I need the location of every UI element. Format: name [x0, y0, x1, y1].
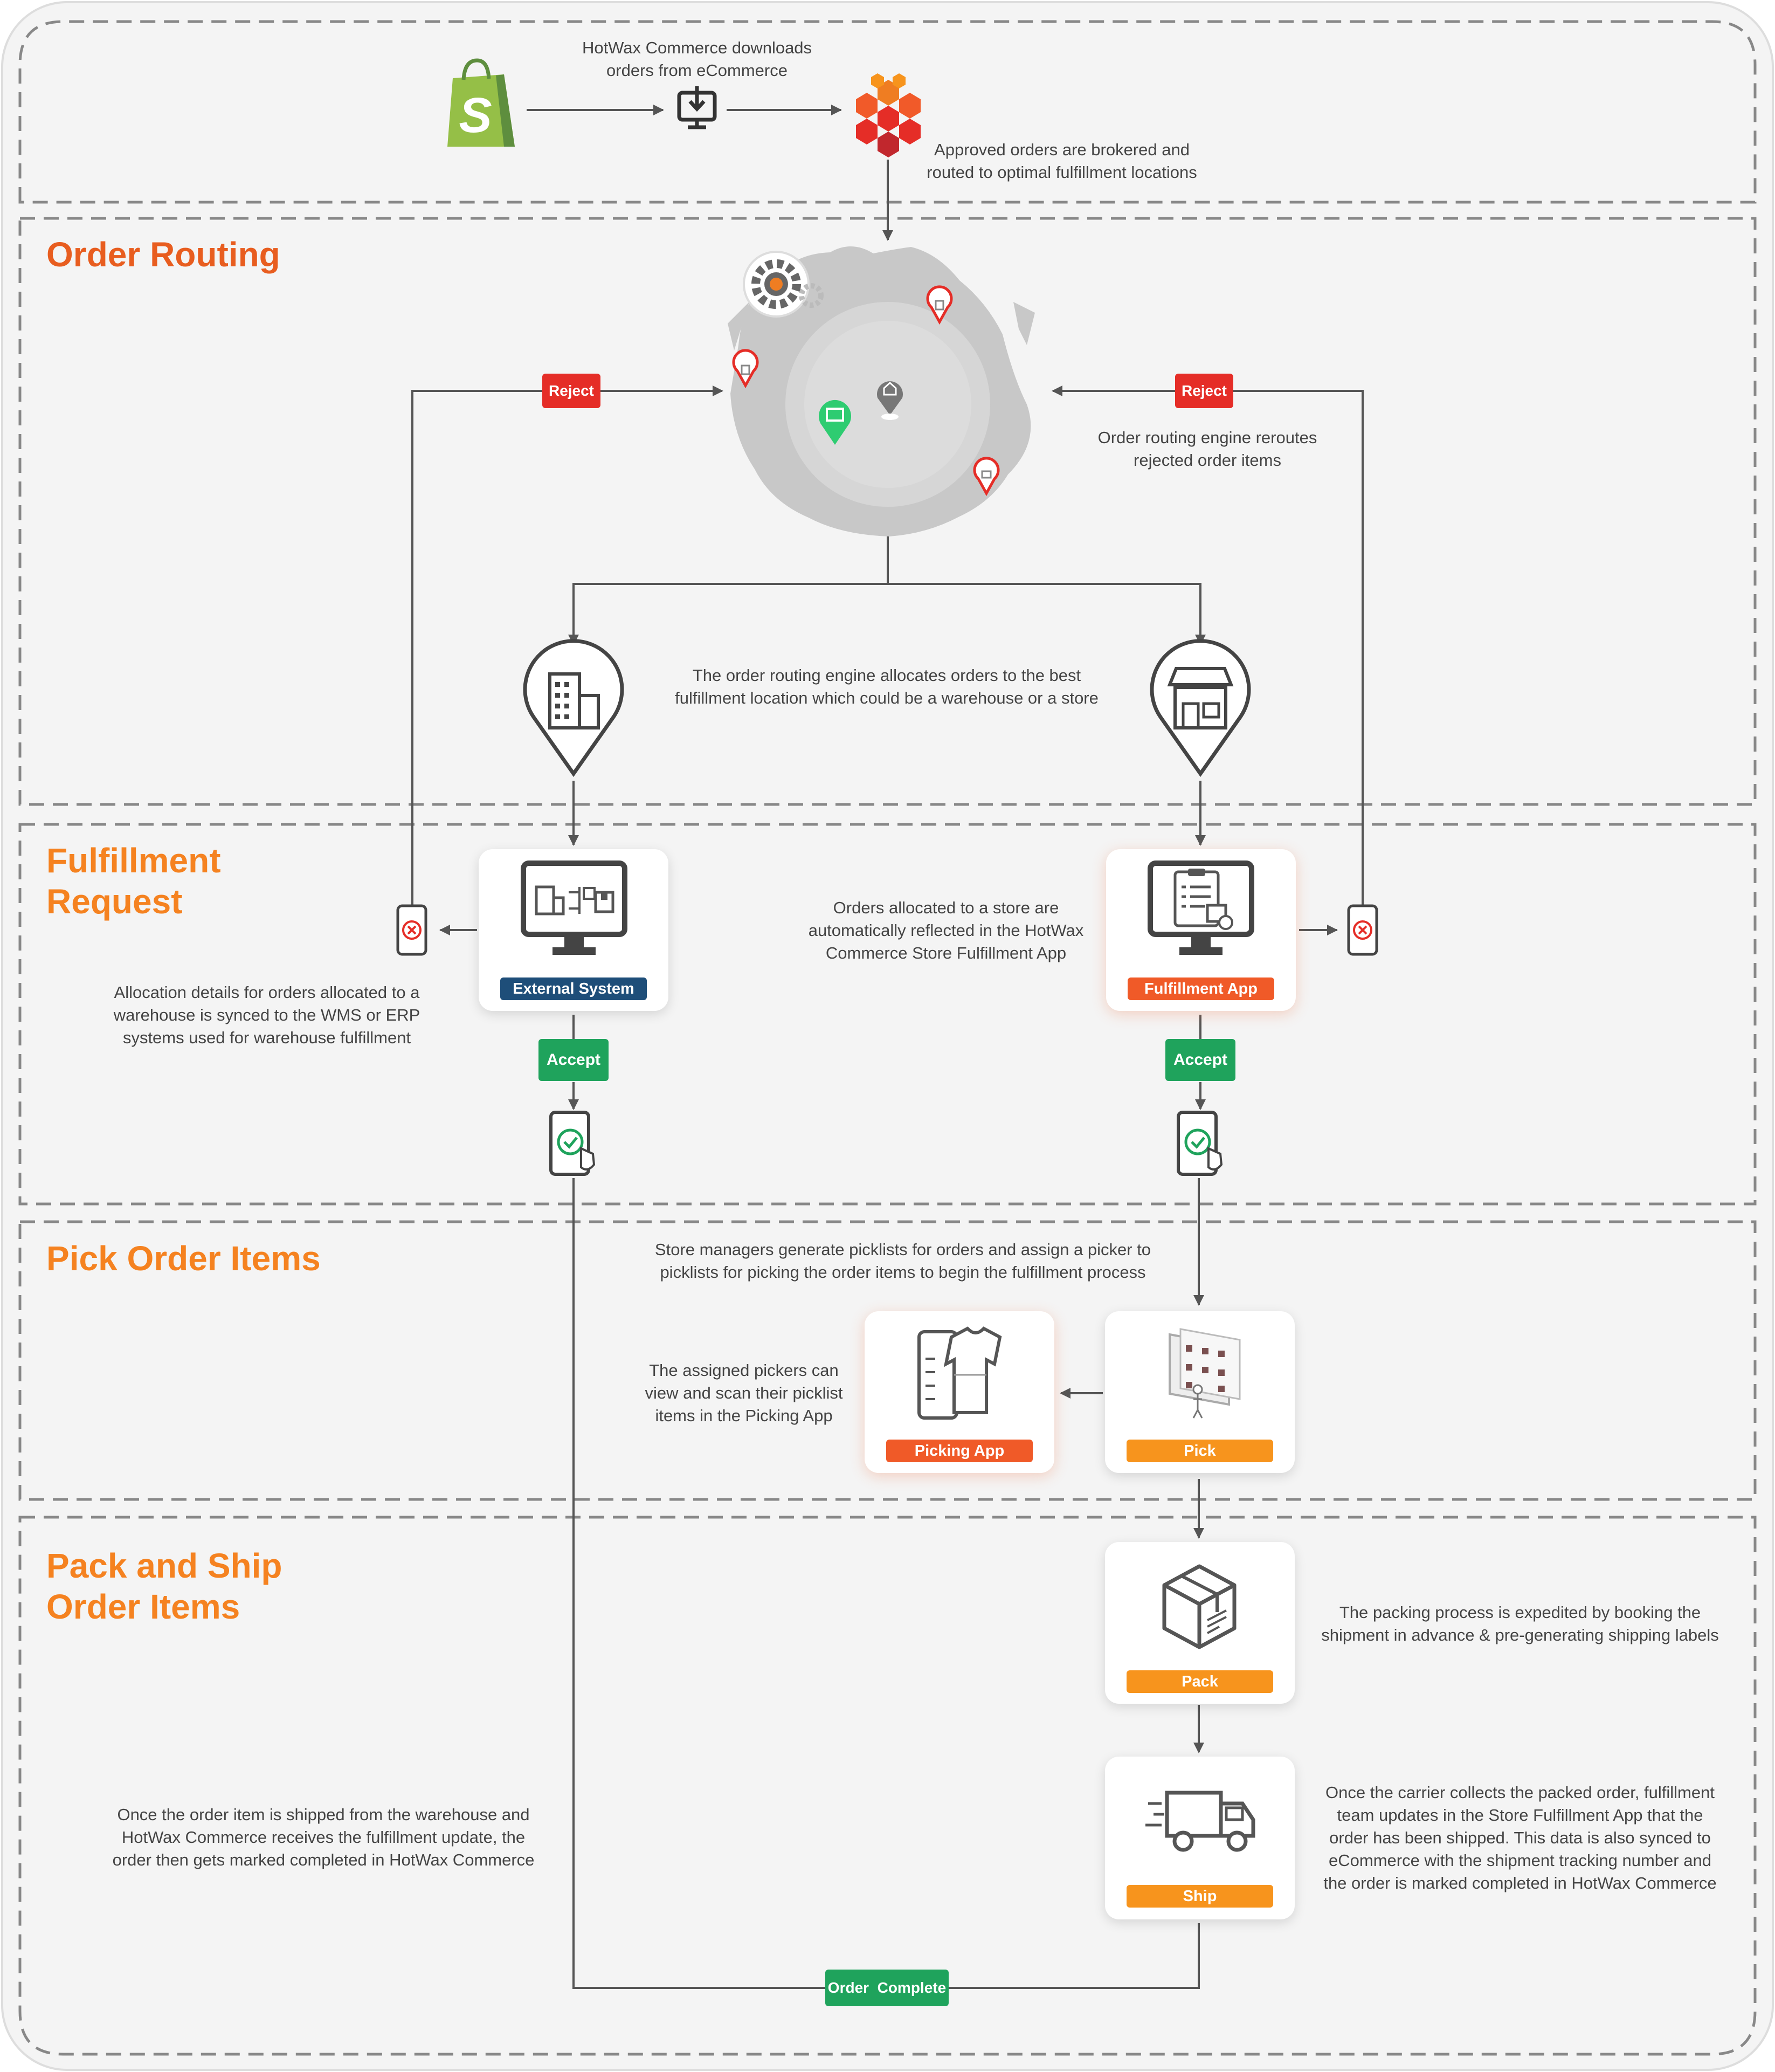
section-title-fulfillment-request: Fulfillment Request — [46, 841, 221, 921]
picker-note: The assigned pickers can view and scan t… — [645, 1361, 843, 1425]
warehouse-note: Allocation details for orders allocated … — [113, 983, 420, 1047]
section-title-pick-order-items: Pick Order Items — [46, 1239, 321, 1278]
download-monitor-icon — [677, 86, 717, 129]
phone-reject-icon — [396, 904, 1378, 956]
allocate-note: The order routing engine allocates order… — [675, 666, 1099, 707]
connectors — [411, 105, 1364, 1989]
download-note: HotWax Commerce downloads orders from eC… — [582, 38, 812, 80]
section-title-pack-and-ship: Pack and Ship Order Items — [46, 1546, 282, 1626]
store-pin-icon — [1150, 639, 1251, 777]
truck-icon — [1145, 1791, 1255, 1852]
gear-icon — [743, 251, 824, 318]
pick-label: Pick — [1127, 1440, 1273, 1462]
ship-label: Ship — [1127, 1885, 1273, 1908]
broker-note: Approved orders are brokered and routed … — [927, 140, 1197, 182]
warehouse-pin-icon — [523, 639, 624, 777]
tshirt-icon — [917, 1326, 1002, 1420]
reject-badge-right: Reject — [1175, 374, 1233, 408]
monitor-icon — [521, 861, 627, 955]
accept-badge-right: Accept — [1165, 1039, 1235, 1081]
pack-label: Pack — [1127, 1670, 1273, 1693]
warehouse-complete-note: Once the order item is shipped from the … — [112, 1805, 535, 1869]
picking-app-label: Picking App — [886, 1440, 1033, 1462]
order-complete-badge: Order Complete — [825, 1970, 949, 2006]
shopify-logo-icon: S — [447, 58, 515, 147]
location-pin-icon — [732, 285, 1000, 497]
picklist-note: Store managers generate picklists for or… — [654, 1240, 1151, 1282]
external-system-label: External System — [500, 978, 647, 1000]
clipboard-icon — [1148, 861, 1254, 955]
ship-note: Once the carrier collects the packed ord… — [1323, 1783, 1717, 1892]
store-note: Orders allocated to a store are automati… — [808, 898, 1084, 962]
section-title-order-routing: Order Routing — [46, 235, 280, 274]
hotwax-logo-icon — [856, 73, 921, 157]
phone-accept-icon — [549, 1111, 1223, 1176]
shelves-icon — [1169, 1328, 1241, 1419]
reroute-note: Order routing engine reroutes rejected o… — [1097, 428, 1317, 470]
reject-badge-left: Reject — [542, 374, 600, 408]
fulfillment-app-label: Fulfillment App — [1128, 978, 1274, 1000]
box-icon — [1162, 1564, 1237, 1649]
svg-text:S: S — [459, 88, 492, 143]
accept-badge-left: Accept — [538, 1039, 609, 1081]
pack-note: The packing process is expedited by book… — [1321, 1603, 1719, 1644]
